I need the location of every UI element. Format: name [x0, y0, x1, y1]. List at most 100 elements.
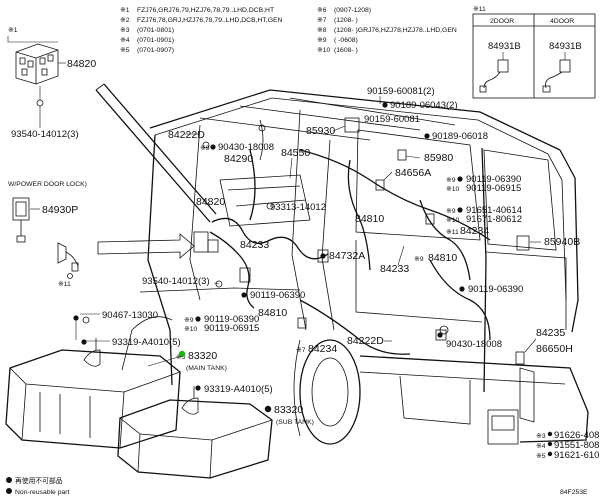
part-91651-40614[interactable]: 91651-40614	[466, 205, 522, 216]
wiring-harness	[82, 117, 530, 365]
part-84234-a[interactable]: 84234	[460, 225, 489, 237]
part-90430-18008-bottom[interactable]: 90430-18008	[446, 339, 502, 350]
part-85930[interactable]: 85930	[306, 125, 335, 137]
inset-header-4door: 4DOOR	[550, 18, 574, 25]
part-84820-switch[interactable]: 84820	[67, 58, 96, 70]
mark-9a: ※9	[200, 145, 210, 152]
non-reusable-jp: 再使用不可部品	[15, 476, 63, 485]
part-84233-center[interactable]: 84233	[240, 239, 269, 251]
part-91671-80612[interactable]: 91671-80612	[466, 214, 522, 225]
mark-4: ※4	[536, 443, 546, 450]
part-84810-b[interactable]: 84810	[428, 252, 457, 264]
inset-door-variants: ※11 2DOOR 4DOOR 84931B 84931B	[472, 6, 596, 99]
legend-mark-5: ※5	[120, 47, 130, 54]
legend-text-3: (0701-0801)	[137, 27, 174, 34]
part-90189-06018[interactable]: 90189-06018	[432, 131, 488, 142]
part-84290[interactable]: 84290	[224, 153, 253, 165]
legend-text-7: (1208- )	[334, 17, 358, 24]
mark-7: ※7	[296, 347, 306, 354]
mark-9b: ※9	[446, 177, 456, 184]
window-switch-icon	[15, 43, 59, 85]
part-83320-main[interactable]: 83320	[188, 350, 217, 362]
vehicle-body	[95, 83, 589, 445]
mark-10b: ※10	[446, 186, 459, 193]
legend-mark-2: ※2	[120, 17, 130, 24]
part-90430-18008-top[interactable]: 90430-18008	[218, 142, 274, 153]
part-93540-14012-center[interactable]: 93540-14012(3)	[142, 276, 210, 287]
part-84930p[interactable]: 84930P	[42, 204, 78, 216]
legend-text-10: (1608- )	[334, 47, 358, 54]
fuel-tank-group: 90467-13030 93319-A4010(5) ※5 83320 (MAI…	[5, 310, 314, 479]
power-door-lock-group: W/POWER DOOR LOCK) 84930P ※11	[8, 181, 87, 288]
sub-tank-icon	[117, 399, 273, 479]
mark-9c: ※9	[446, 208, 456, 215]
part-90467-13030[interactable]: 90467-13030	[102, 310, 158, 321]
legend-text-8: (1208- )GRJ76,HZJ78,HZJ78..LHD,GEN	[334, 27, 457, 34]
mark-9e: ※9	[184, 317, 194, 324]
callout-arrow-icon	[97, 233, 195, 259]
part-91626-40818[interactable]: 91626-40818	[554, 430, 600, 441]
mark-1: ※1	[8, 27, 18, 34]
part-91621-61020[interactable]: 91621-61020	[554, 450, 600, 461]
part-labels: 84222D ※9 90430-18008 84290 84550 85930 …	[142, 86, 580, 355]
bottom-right-bolts: ※3 91626-40818 ※4 91551-80814 ※5 91621-6…	[536, 430, 600, 461]
legend-text-2: FZJ76,78,GRJ,HZJ76,78,79..LHD,DCB,HT,GEN	[137, 17, 283, 24]
part-84550[interactable]: 84550	[281, 147, 310, 159]
part-84234-b[interactable]: 84234	[308, 343, 337, 355]
power-window-switch-group: ※1 84820 93540-14012(3)	[7, 27, 96, 140]
ref-code: 84F253E	[560, 489, 588, 496]
part-84810-a[interactable]: 84810	[355, 213, 384, 225]
legend-text-9: ( -0608)	[334, 37, 358, 44]
legend-mark-10: ※10	[317, 47, 330, 54]
legend-text-1: FZJ76,GRJ76,79,HZJ76,78,79..LHD,DCB,HT	[137, 7, 274, 14]
part-84235[interactable]: 84235	[536, 327, 565, 339]
part-90119-06390-a[interactable]: 90119-06390	[466, 174, 521, 185]
sub-tank-label: (SUB TANK)	[276, 419, 314, 426]
part-90119-06390-c[interactable]: 90119-06390	[250, 290, 305, 301]
power-door-lock-label: W/POWER DOOR LOCK)	[8, 181, 87, 188]
part-84931b-2door[interactable]: 84931B	[488, 41, 521, 52]
mark-3: ※3	[536, 433, 546, 440]
legend-text-5: (0701-0907)	[137, 47, 174, 54]
part-84222d-bottom[interactable]: 84222D	[347, 335, 384, 347]
legend-mark-9: ※9	[317, 37, 327, 44]
mark-11b: ※11	[446, 229, 459, 236]
mark-11: ※11	[58, 281, 71, 288]
part-90119-06915-a[interactable]: 90119-06915	[466, 183, 521, 194]
inset-header-2door: 2DOOR	[490, 18, 514, 25]
part-93313-14012[interactable]: 93313-14012	[270, 202, 326, 213]
main-tank-label: (MAIN TANK)	[186, 365, 227, 372]
part-90119-06915-b[interactable]: 90119-06915	[204, 323, 259, 334]
part-84732a[interactable]: 84732A	[329, 250, 365, 262]
part-84931b-4door[interactable]: 84931B	[549, 41, 582, 52]
door-harness-icon	[57, 242, 79, 279]
part-90159-60081[interactable]: 90159-60081	[364, 114, 420, 125]
main-tank-icon	[5, 349, 181, 449]
part-90159-60081-2[interactable]: 90159-60081(2)	[367, 86, 435, 97]
legend: ※1 FZJ76,GRJ76,79,HZJ76,78,79..LHD,DCB,H…	[120, 7, 457, 54]
part-85980[interactable]: 85980	[424, 152, 453, 164]
inset-mark: ※11	[473, 6, 486, 13]
part-84810-c[interactable]: 84810	[258, 307, 287, 319]
part-91551-80814[interactable]: 91551-80814	[554, 440, 600, 451]
part-84656a[interactable]: 84656A	[395, 167, 431, 179]
part-84820-center[interactable]: 84820	[196, 196, 225, 208]
legend-text-4: (0701-0901)	[137, 37, 174, 44]
mark-5: ※5	[176, 354, 186, 361]
part-85940b[interactable]: 85940B	[544, 236, 580, 248]
part-93540-14012-top[interactable]: 93540-14012(3)	[11, 129, 79, 140]
part-90119-06390-b[interactable]: 90119-06390	[468, 284, 523, 295]
part-86650h[interactable]: 86650H	[536, 343, 573, 355]
part-90189-06043-2[interactable]: 90189-06043(2)	[390, 100, 458, 111]
part-90119-06390-d[interactable]: 90119-06390	[204, 314, 259, 325]
part-84222d-top[interactable]: 84222D	[168, 129, 205, 141]
door-switch-4door-icon	[542, 52, 571, 93]
door-switch-2door-icon	[479, 52, 509, 93]
part-83320-sub[interactable]: 83320	[274, 404, 303, 416]
part-84233-right[interactable]: 84233	[380, 263, 409, 275]
footer: 再使用不可部品 Non-reusable part 84F253E	[6, 476, 588, 496]
part-93319-a4010-main[interactable]: 93319-A4010(5)	[112, 337, 181, 348]
legend-mark-6: ※6	[317, 7, 327, 14]
lock-switch-icon	[12, 197, 30, 243]
part-93319-a4010-sub[interactable]: 93319-A4010(5)	[204, 384, 273, 395]
